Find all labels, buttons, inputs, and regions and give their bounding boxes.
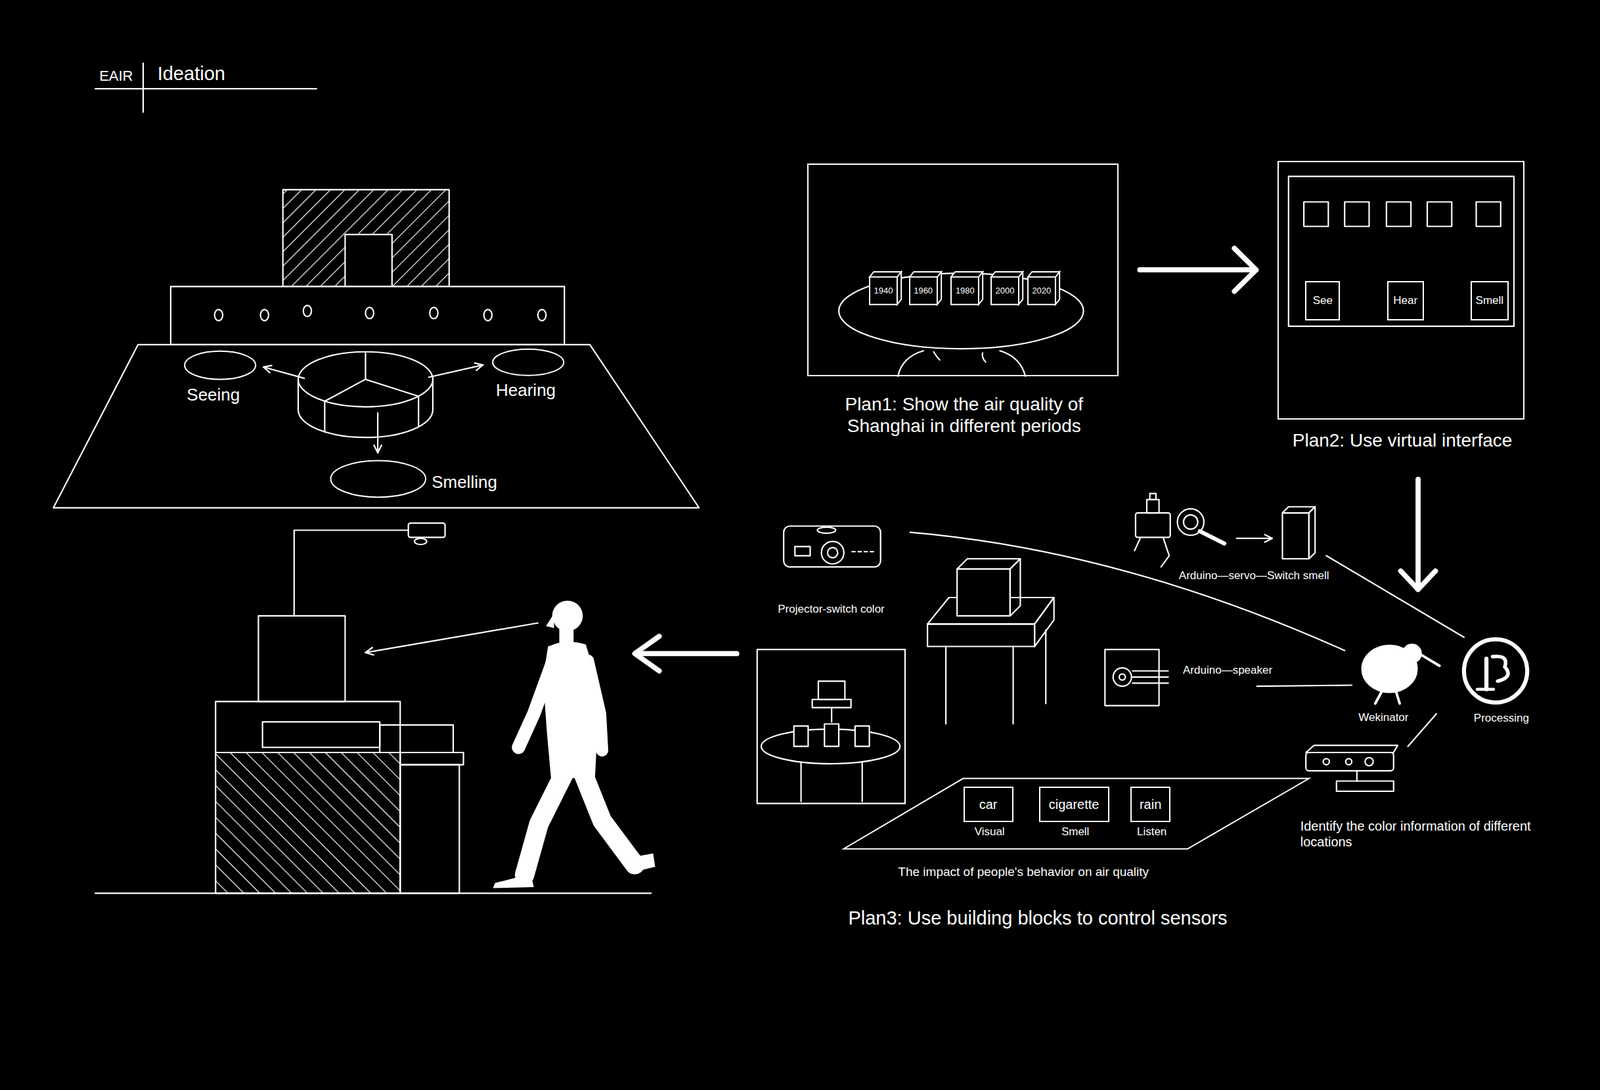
interface-panel: Plan2: Use virtual interfaceSeeHearSmell bbox=[1277, 160, 1525, 420]
title-divider bbox=[142, 63, 144, 113]
sense-button: Hear bbox=[1387, 281, 1424, 322]
shape-outline bbox=[329, 459, 427, 500]
device-label: Projector-switch color bbox=[776, 602, 887, 617]
wire bbox=[1236, 537, 1273, 540]
speaker-icon bbox=[1104, 649, 1168, 706]
year-cube: 1940 bbox=[869, 271, 902, 305]
zone-label: Hearing bbox=[495, 380, 556, 401]
device-label: Arduino—speaker bbox=[1181, 664, 1274, 678]
block-label: car bbox=[964, 788, 1013, 822]
cube-outline bbox=[951, 271, 983, 305]
zone-label: Smelling bbox=[431, 472, 498, 493]
shape-outline bbox=[183, 350, 257, 381]
wire bbox=[910, 532, 1346, 651]
year-cube: 1960 bbox=[909, 271, 942, 305]
plan-caption: Plan3: Use building blocks to control se… bbox=[846, 907, 1229, 931]
plan-caption: Plan2: Use virtual interface bbox=[1249, 429, 1556, 452]
cube-outline bbox=[991, 271, 1023, 305]
sense-zone: Hearing bbox=[491, 348, 565, 378]
kinect-sensor bbox=[1305, 745, 1398, 792]
plan-caption: Plan1: Show the air quality of Shanghai … bbox=[808, 393, 1120, 438]
year-label: 2000 bbox=[991, 276, 1019, 305]
title-rule bbox=[95, 88, 317, 90]
servo-icon bbox=[1134, 493, 1225, 568]
mat-caption: The impact of people's behavior on air q… bbox=[860, 865, 1187, 881]
mat-outline bbox=[844, 778, 1310, 849]
projector-icon bbox=[783, 526, 881, 567]
building-block: cigaretteSmell bbox=[1039, 786, 1110, 823]
page-title: Ideation bbox=[156, 62, 227, 86]
block-label: rain bbox=[1131, 788, 1170, 822]
building-block: rainListen bbox=[1130, 786, 1171, 823]
table-with-cube bbox=[927, 558, 1055, 725]
plan1-table bbox=[838, 273, 1084, 377]
sense-zone: Seeing bbox=[183, 350, 257, 381]
shape-outline bbox=[491, 348, 565, 378]
year-label: 2020 bbox=[1027, 276, 1056, 305]
year-cube: 2020 bbox=[1027, 271, 1060, 305]
visitor-scene bbox=[95, 523, 651, 894]
cube-outline bbox=[1027, 271, 1060, 305]
year-label: 1980 bbox=[951, 276, 979, 305]
button-label: See bbox=[1306, 282, 1339, 320]
year-cube: 2000 bbox=[991, 271, 1023, 305]
cube-outline bbox=[909, 271, 942, 305]
installation-plan bbox=[53, 189, 699, 508]
sense-label: Listen bbox=[1116, 825, 1187, 839]
sensor-note: Identify the color information of differ… bbox=[1299, 818, 1537, 850]
screen-panel: Plan1: Show the air quality of Shanghai … bbox=[807, 163, 1119, 378]
block-mat: The impact of people's behavior on air q… bbox=[842, 777, 1311, 850]
sense-button: Smell bbox=[1470, 281, 1510, 322]
wire bbox=[1326, 555, 1465, 638]
software-label: Wekinator bbox=[1356, 711, 1410, 725]
ellipse-outline bbox=[492, 349, 564, 376]
shape-outline bbox=[842, 777, 1311, 850]
year-label: 1940 bbox=[869, 276, 898, 305]
plan2-screen bbox=[1288, 176, 1514, 327]
cube-outline bbox=[869, 271, 902, 305]
year-label: 1960 bbox=[909, 276, 938, 305]
button-label: Smell bbox=[1471, 282, 1509, 320]
big-arrows bbox=[634, 479, 1436, 672]
block-label: cigarette bbox=[1040, 788, 1109, 822]
wire bbox=[1408, 713, 1437, 747]
year-cube: 1980 bbox=[951, 271, 983, 305]
button-label: Hear bbox=[1388, 282, 1423, 320]
sense-zone: Smelling bbox=[329, 459, 427, 500]
flow-arrow bbox=[1139, 248, 1256, 292]
scent-box bbox=[1282, 507, 1315, 559]
sense-label: Visual bbox=[949, 825, 1030, 839]
building-block: carVisual bbox=[963, 786, 1014, 823]
ellipse-outline bbox=[330, 461, 426, 498]
processing-logo bbox=[1464, 639, 1528, 703]
zone-label: Seeing bbox=[186, 384, 240, 406]
software-label: Processing bbox=[1472, 711, 1531, 726]
sense-button: See bbox=[1305, 281, 1340, 322]
wekinator-logo bbox=[1362, 644, 1440, 704]
wire bbox=[1257, 685, 1352, 688]
sense-label: Smell bbox=[1024, 825, 1126, 839]
setup-sketch bbox=[757, 649, 906, 804]
device-label: Arduino—servo—Switch smell bbox=[1177, 569, 1331, 583]
ellipse-outline bbox=[184, 351, 256, 380]
visitor-figure bbox=[493, 600, 656, 889]
brand-tag: EAIR bbox=[97, 67, 134, 85]
